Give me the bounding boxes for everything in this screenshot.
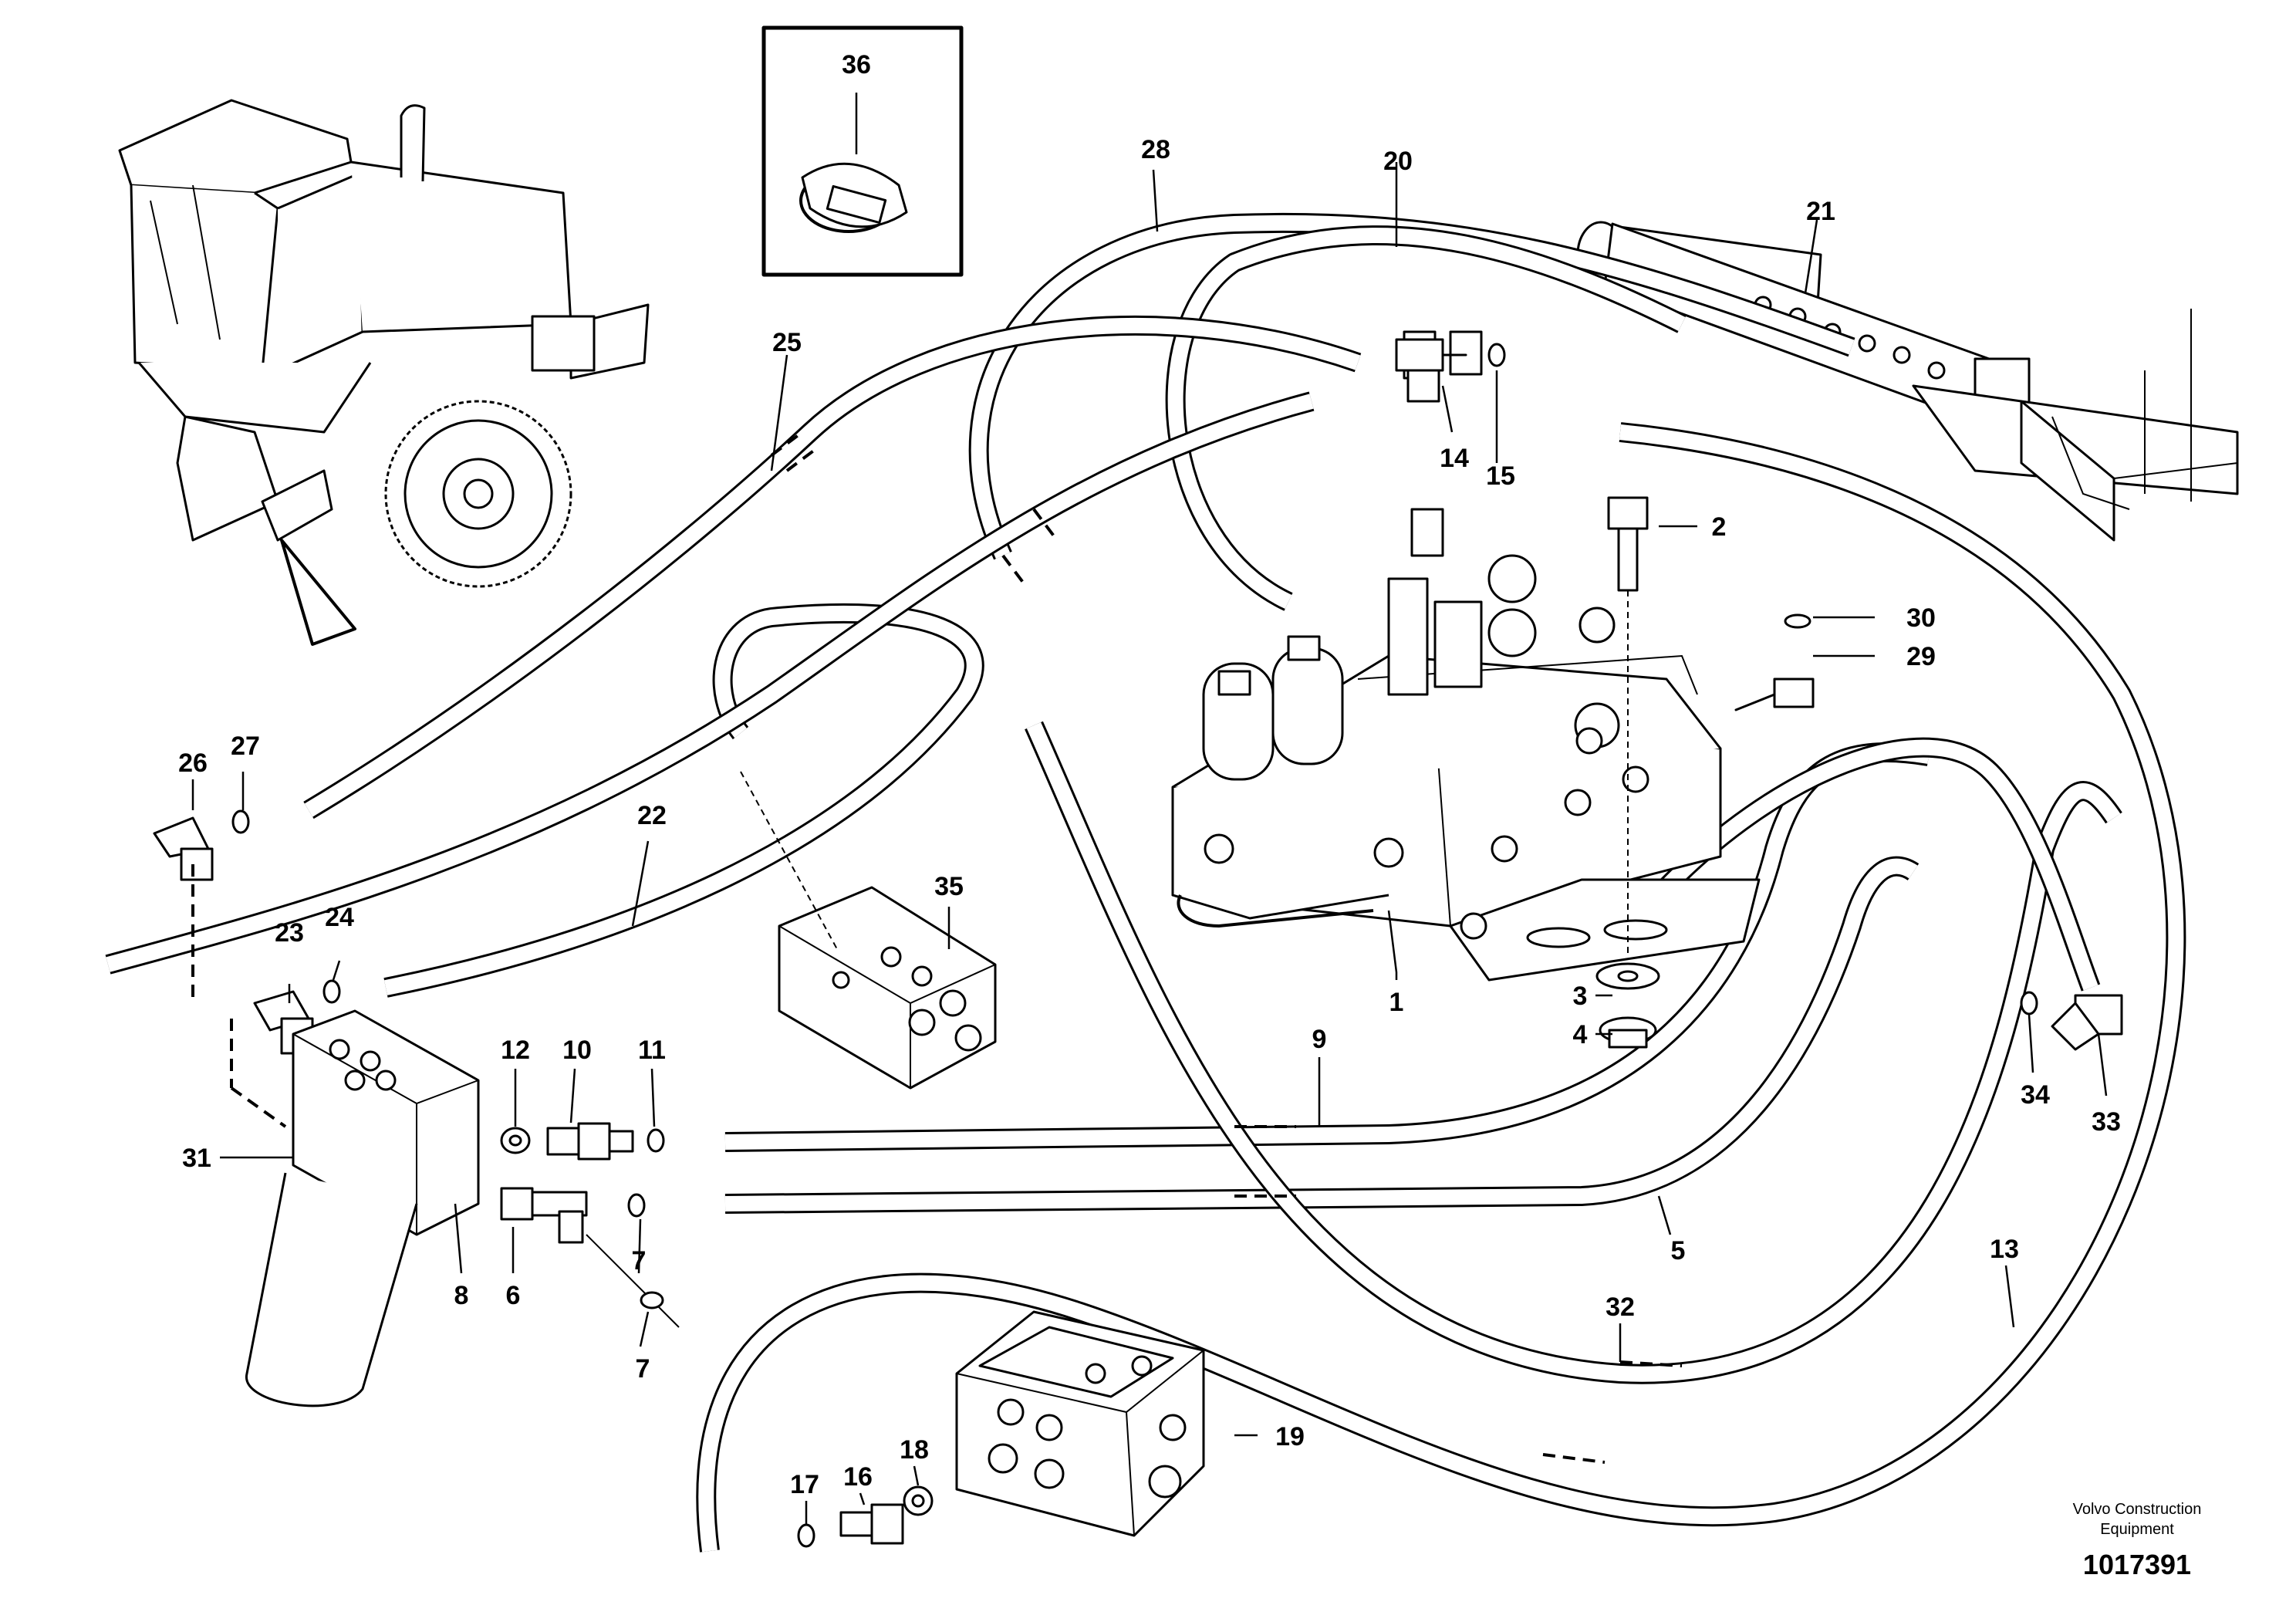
ring-part-30 — [1784, 613, 1811, 629]
ring-part-7-upper — [627, 1193, 646, 1218]
callout-24: 24 — [325, 903, 354, 932]
callout-15: 15 — [1486, 461, 1515, 491]
callout-7b: 7 — [636, 1354, 650, 1384]
callout-34: 34 — [2021, 1080, 2050, 1110]
callout-17: 17 — [790, 1470, 819, 1499]
leader-lines — [191, 162, 2108, 1524]
callout-12: 12 — [501, 1036, 530, 1065]
cylinder-part-21 — [1576, 221, 2239, 542]
callout-5: 5 — [1671, 1236, 1686, 1265]
valve-block-part-1 — [1171, 330, 1761, 982]
callout-33: 33 — [2092, 1107, 2121, 1137]
callouts: 1 2 3 4 5 6 7 7 8 9 10 11 12 13 14 15 16… — [178, 50, 2121, 1499]
callout-9: 9 — [1312, 1025, 1327, 1054]
callout-26: 26 — [178, 748, 208, 778]
ring-part-17 — [797, 1523, 815, 1548]
callout-13: 13 — [1990, 1235, 2019, 1264]
nut-part-4 — [1599, 1016, 1657, 1049]
callout-35: 35 — [934, 872, 964, 901]
ring-part-7-lower — [640, 1291, 664, 1309]
callout-16: 16 — [843, 1462, 873, 1492]
block-part-35 — [740, 771, 997, 1090]
callout-23: 23 — [275, 918, 304, 948]
brand-line-2: Equipment — [2100, 1521, 2174, 1538]
hose-28 — [968, 212, 1855, 560]
callout-18: 18 — [900, 1435, 929, 1465]
wheel-loader-sketch — [118, 99, 650, 646]
hose-22 — [383, 603, 984, 998]
component-part-31 — [191, 864, 480, 1407]
callout-30: 30 — [1906, 603, 1936, 633]
clamp-inset — [761, 25, 964, 277]
hose-break-marks — [770, 431, 1683, 1464]
adapter-part-16 — [839, 1503, 904, 1545]
callout-1: 1 — [1389, 988, 1404, 1017]
hose-long-left — [105, 391, 1315, 975]
callout-19: 19 — [1275, 1422, 1305, 1451]
ring-part-11 — [647, 1128, 665, 1153]
elbow-part-26 — [153, 816, 214, 881]
ring-part-27 — [231, 809, 250, 834]
callout-14: 14 — [1440, 444, 1469, 473]
callout-7a: 7 — [632, 1246, 647, 1276]
elbow-part-14 — [1395, 338, 1467, 403]
bolt-part-2 — [1607, 496, 1649, 957]
document-number: 1017391 — [2083, 1549, 2191, 1580]
callout-22: 22 — [637, 801, 667, 830]
callout-31: 31 — [182, 1144, 211, 1173]
hose-25 — [303, 315, 1362, 819]
ring-part-15 — [1487, 343, 1506, 367]
hose-5 — [724, 856, 1920, 1214]
callout-29: 29 — [1906, 642, 1936, 671]
callout-27: 27 — [231, 732, 260, 761]
ring-part-34 — [2020, 991, 2038, 1015]
callout-6: 6 — [506, 1281, 521, 1310]
callout-21: 21 — [1806, 197, 1835, 226]
hose-20 — [1165, 225, 1687, 611]
valve-part-19 — [955, 1310, 1205, 1537]
washer-part-3 — [1595, 962, 1660, 990]
hose-13 — [696, 422, 2186, 1553]
callout-28: 28 — [1141, 135, 1170, 164]
callout-2: 2 — [1712, 512, 1727, 542]
hose-to-33 — [1651, 737, 2101, 992]
adapter-part-10 — [546, 1122, 634, 1161]
callout-8: 8 — [454, 1281, 469, 1310]
callout-20: 20 — [1383, 147, 1413, 176]
fitting-part-29 — [1734, 678, 1815, 711]
washer-part-18 — [903, 1485, 934, 1516]
ring-part-24 — [322, 979, 341, 1004]
callout-36: 36 — [842, 50, 871, 79]
callout-11: 11 — [638, 1036, 666, 1065]
washer-part-12 — [500, 1127, 531, 1154]
elbow-part-33 — [2051, 994, 2123, 1051]
callout-4: 4 — [1573, 1020, 1588, 1049]
brand-block: Volvo Construction Equipment 1017391 — [2073, 1501, 2202, 1580]
callout-3: 3 — [1573, 982, 1588, 1011]
callout-32: 32 — [1606, 1293, 1635, 1322]
callout-25: 25 — [772, 328, 802, 357]
brand-line-1: Volvo Construction — [2073, 1501, 2202, 1518]
callout-10: 10 — [562, 1036, 592, 1065]
tee-part-6 — [500, 1187, 680, 1328]
